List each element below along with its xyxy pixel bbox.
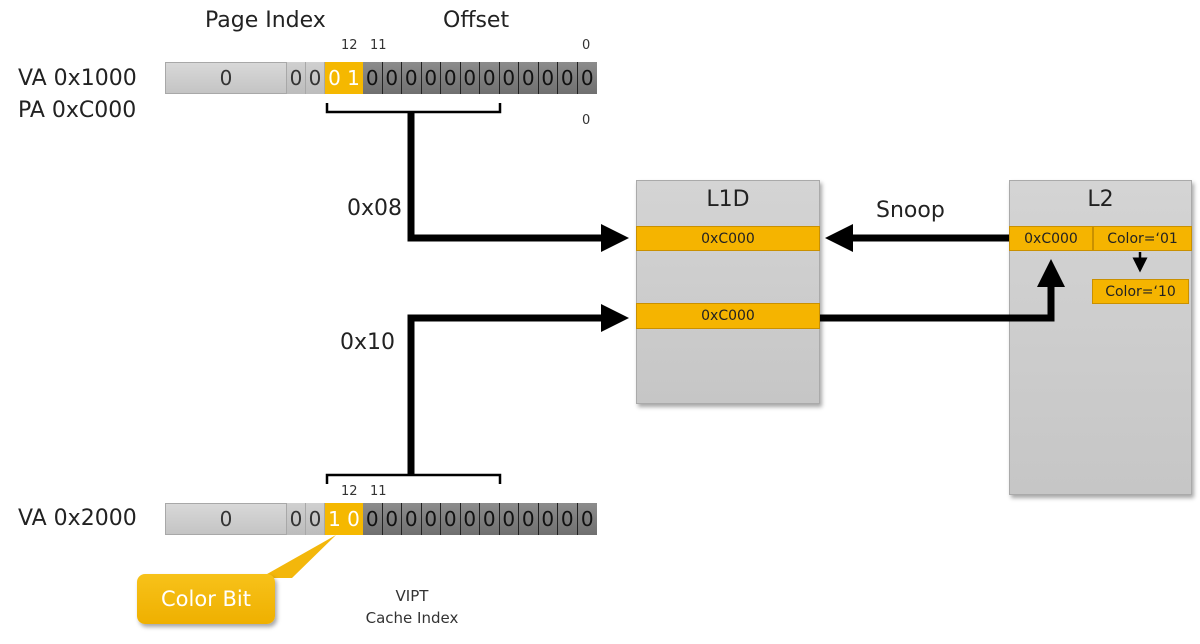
offset-bit: 0 [402,503,422,535]
page-index-label: Page Index [205,8,326,33]
color-bit: 1 [325,503,344,535]
index-label-0x10: 0x10 [340,330,396,355]
va-register-1: 0 0 0 0 1 0 0 0 0 0 0 0 0 0 0 0 0 [165,62,597,94]
offset-bit: 0 [538,503,558,535]
offset-label: Offset [443,8,510,33]
offset-bit: 0 [441,503,461,535]
l2-color-new: Color=‘10 [1092,279,1189,304]
l1d-title: L1D [706,187,750,212]
color-bit: 0 [325,62,344,94]
high-bits-segment: 0 [165,503,287,535]
offset-bit: 0 [402,62,422,94]
offset-bit: 0 [519,503,539,535]
offset-bit: 0 [460,62,480,94]
pa-label-1: PA 0xC000 [18,98,137,123]
bit11-label-bottom: 11 [370,484,387,499]
color-bit: 1 [344,62,363,94]
vipt-line-1: VIPT [395,587,429,605]
offset-bit: 0 [558,62,578,94]
callout-tail [260,535,336,578]
offset-bit: 0 [499,503,519,535]
snoop-label: Snoop [876,198,945,223]
bit12-label-bottom: 12 [341,484,358,499]
offset-bit: 0 [577,62,597,94]
l1d-cache-line-2: 0xC000 [636,303,820,329]
l2-address-cell: 0xC000 [1009,226,1093,251]
arrow-index-0x10 [407,304,629,475]
offset-bit: 0 [577,503,597,535]
offset-bit: 0 [538,62,558,94]
color-bit-callout: Color Bit [137,574,275,624]
va-register-2: 0 0 0 1 0 0 0 0 0 0 0 0 0 0 0 0 0 [165,503,597,535]
index-label-0x08: 0x08 [347,196,403,221]
l1d-cache-line-1: 0xC000 [636,226,820,251]
offset-bit: 0 [519,62,539,94]
offset-bit: 0 [499,62,519,94]
index-brace-top [325,103,502,114]
color-bit: 0 [344,503,363,535]
bit11-label-top: 11 [370,38,387,53]
bit12-label-top: 12 [341,38,358,53]
register-bit: 0 [306,62,325,94]
l2-title: L2 [1087,187,1114,212]
register-bit: 0 [287,62,306,94]
offset-bit: 0 [382,62,402,94]
offset-bit: 0 [460,503,480,535]
offset-bit: 0 [363,62,383,94]
va-label-1: VA 0x1000 [18,66,137,91]
high-bits-segment: 0 [165,62,287,94]
pa-bit0-label: 0 [582,113,591,128]
vipt-label: VIPT Cache Index [352,585,472,629]
offset-bit: 0 [480,503,500,535]
register-bit: 0 [306,503,325,535]
offset-bit: 0 [421,503,441,535]
arrow-index-0x08 [407,112,629,252]
offset-bit: 0 [558,503,578,535]
l1d-cache: L1D [636,180,820,404]
offset-bit: 0 [382,503,402,535]
arrow-l1d-to-l2 [820,259,1065,322]
offset-bit: 0 [363,503,383,535]
index-brace-bottom [325,473,502,484]
vipt-line-2: Cache Index [365,609,459,627]
va-label-2: VA 0x2000 [18,506,137,531]
offset-bit: 0 [441,62,461,94]
offset-bit: 0 [421,62,441,94]
register-bit: 0 [287,503,306,535]
l2-color-old: Color=‘01 [1093,226,1192,251]
offset-bit: 0 [480,62,500,94]
bit0-label-top: 0 [582,38,591,53]
